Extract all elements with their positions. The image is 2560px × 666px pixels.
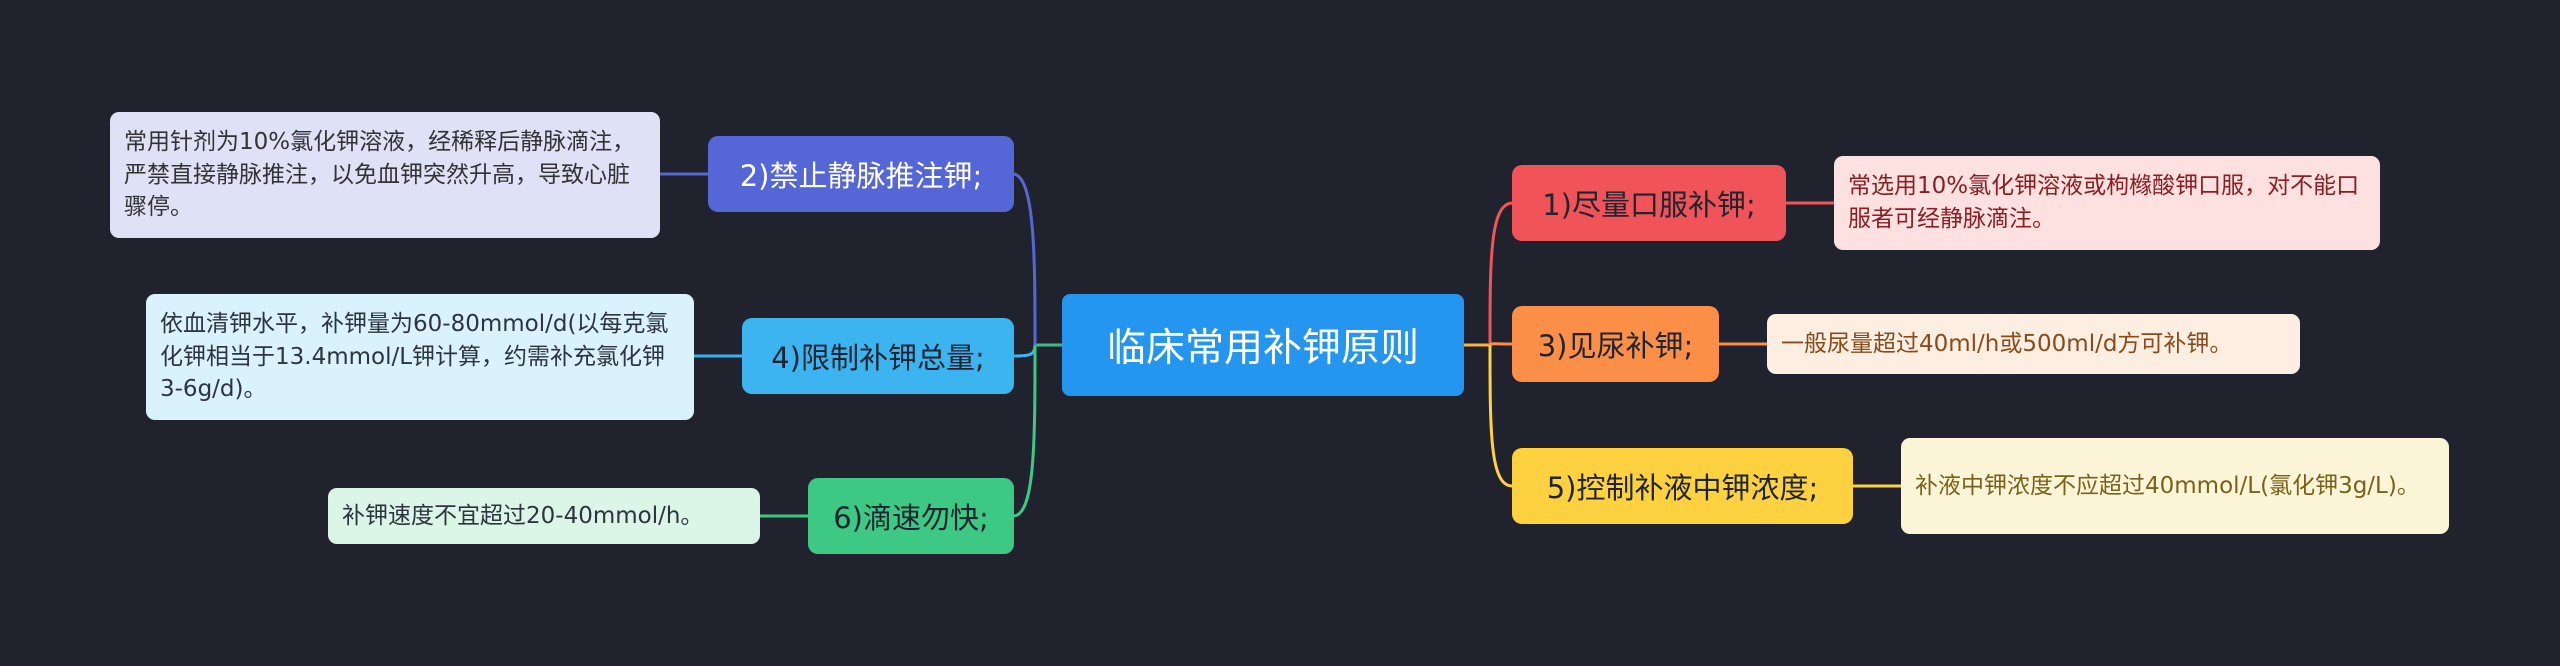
- branch-urine-first[interactable]: 3)见尿补钾;: [1512, 306, 1719, 382]
- root-topic[interactable]: 临床常用补钾原则: [1062, 294, 1464, 396]
- connector-branch-4: [1013, 344, 1037, 358]
- connector-branch-2: [1013, 172, 1037, 346]
- branch-control-concentration[interactable]: 5)控制补液中钾浓度;: [1512, 448, 1853, 524]
- note-oral-potassium[interactable]: 常选用10%氯化钾溶液或枸橼酸钾口服，对不能口服者可经静脉滴注。: [1834, 156, 2380, 250]
- connector-branch-6: [1013, 344, 1037, 518]
- connector-branch-5: [1488, 344, 1513, 488]
- connector-branch-1: [1488, 201, 1513, 346]
- branch-no-iv-push[interactable]: 2)禁止静脉推注钾;: [708, 136, 1014, 212]
- connector-branch-3: [1488, 342, 1513, 346]
- note-no-iv-push[interactable]: 常用针剂为10%氯化钾溶液，经稀释后静脉滴注，严禁直接静脉推注，以免血钾突然升高…: [110, 112, 660, 238]
- note-urine-first[interactable]: 一般尿量超过40ml/h或500ml/d方可补钾。: [1767, 314, 2300, 374]
- branch-drip-rate[interactable]: 6)滴速勿快;: [808, 478, 1014, 554]
- branch-oral-potassium[interactable]: 1)尽量口服补钾;: [1512, 165, 1786, 241]
- note-drip-rate[interactable]: 补钾速度不宜超过20-40mmol/h。: [328, 488, 760, 544]
- branch-limit-total[interactable]: 4)限制补钾总量;: [742, 318, 1014, 394]
- note-control-concentration[interactable]: 补液中钾浓度不应超过40mmol/L(氯化钾3g/L)。: [1901, 438, 2449, 534]
- note-limit-total[interactable]: 依血清钾水平，补钾量为60-80mmol/d(以每克氯化钾相当于13.4mmol…: [146, 294, 694, 420]
